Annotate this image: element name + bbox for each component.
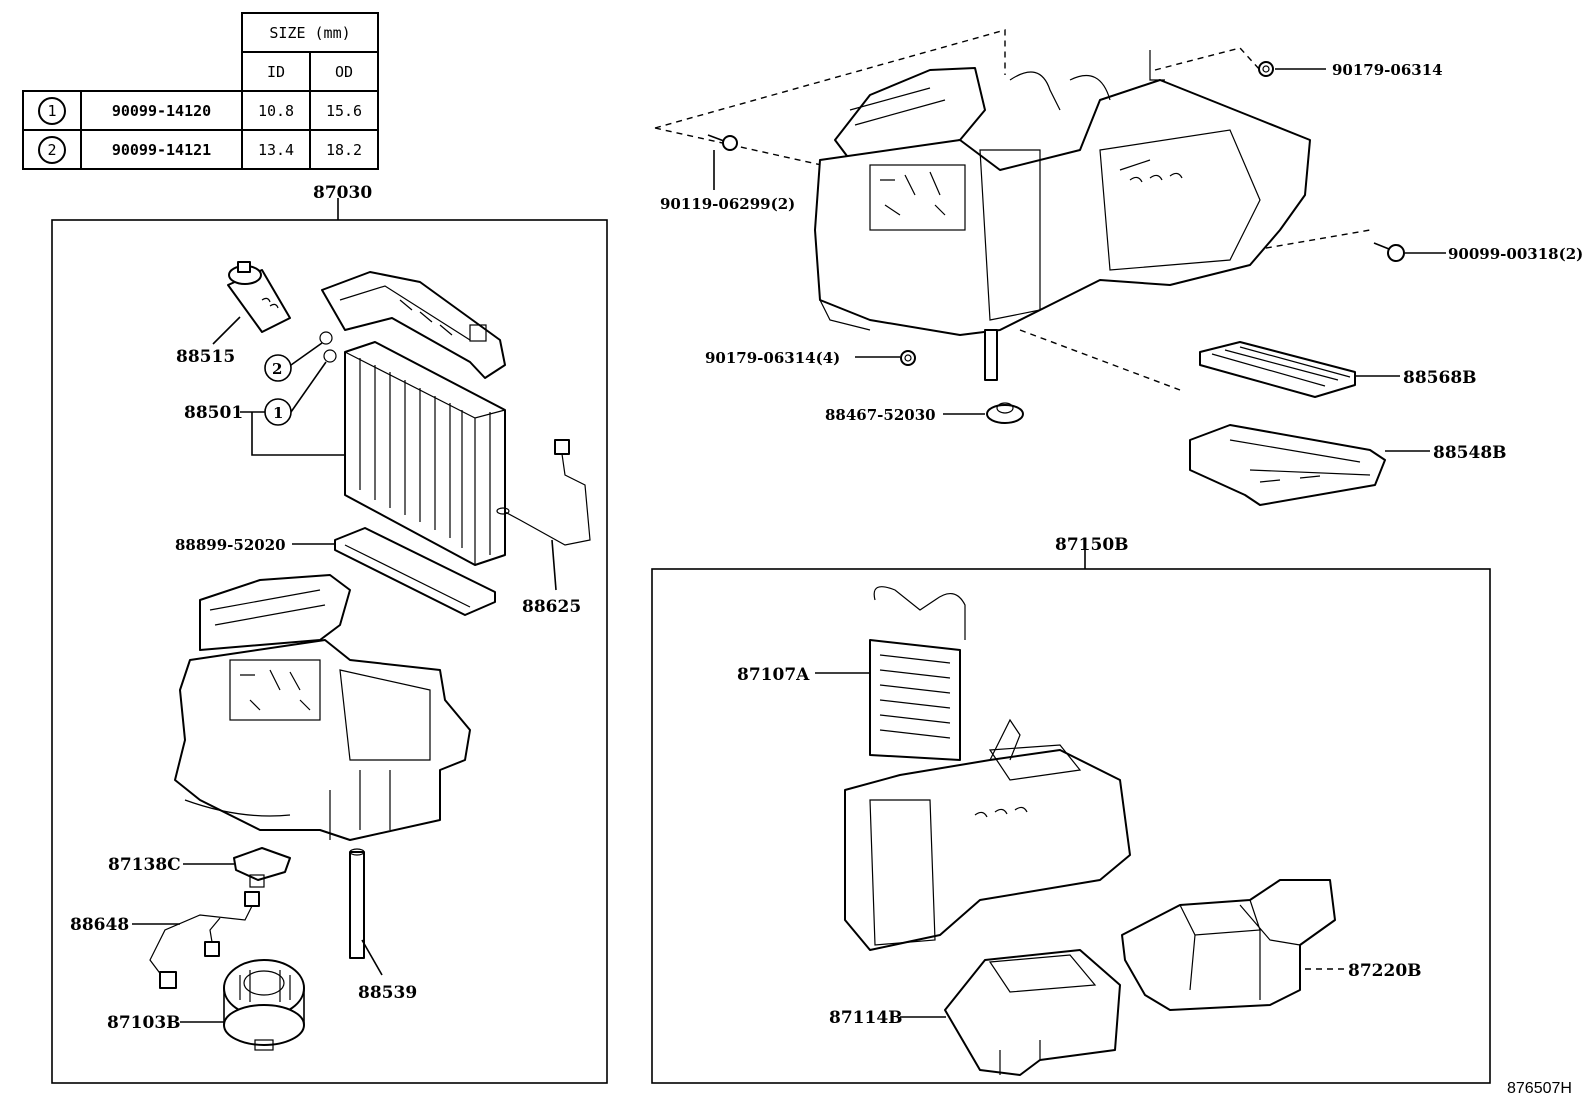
label-87138C: 87138C (108, 855, 181, 875)
part-88515 (227, 261, 291, 333)
part-90119 (707, 134, 738, 151)
part-88548B (1189, 424, 1386, 506)
part-87138C (233, 847, 291, 888)
part-90099 (1373, 242, 1405, 262)
id-cell: 10.8 (241, 90, 311, 131)
blower-housing (174, 574, 471, 841)
group-label-87030: 87030 (313, 183, 372, 203)
evaporator-upper-case (321, 271, 506, 379)
callout-1-label: 1 (273, 404, 283, 422)
label-88467: 88467-52030 (825, 406, 936, 424)
heater-case (844, 718, 1131, 951)
label-88899: 88899-52020 (175, 536, 286, 554)
table-row: 1 90099-14120 10.8 15.6 (22, 90, 379, 131)
part-87220B (1121, 879, 1336, 1011)
od-cell: 18.2 (309, 129, 379, 170)
callout-2-label: 2 (272, 360, 282, 378)
group-frame-87030 (51, 219, 608, 1084)
od-cell: 15.6 (309, 90, 379, 131)
figure-id: 876507H (1507, 1080, 1572, 1097)
label-90119: 90119-06299(2) (660, 195, 795, 213)
hose-size-table: SIZE (mm) ID OD 1 90099-14120 10.8 15.6 … (22, 12, 379, 170)
part-88539 (349, 848, 365, 959)
label-88548B: 88548B (1433, 443, 1507, 463)
part-88648 (149, 891, 260, 989)
hvac-assembly (814, 50, 1311, 336)
part-87107A (869, 586, 966, 761)
label-87114B: 87114B (829, 1008, 903, 1028)
part-88899 (334, 527, 496, 616)
part-number-cell: 90099-14121 (80, 129, 243, 170)
marker-1: 1 (38, 96, 66, 125)
part-87103B (223, 959, 305, 1051)
label-90099: 90099-00318(2) (1448, 245, 1583, 263)
col-od-header: OD (309, 51, 379, 92)
size-header: SIZE (mm) (241, 12, 379, 53)
label-88501: 88501 (184, 403, 243, 423)
part-88501 (344, 341, 506, 566)
col-id-header: ID (241, 51, 311, 92)
part-88625 (496, 439, 591, 546)
label-90179-top: 90179-06314 (1332, 61, 1443, 79)
label-88625: 88625 (522, 597, 581, 617)
part-88467 (986, 402, 1024, 424)
id-cell: 13.4 (241, 129, 311, 170)
label-88539: 88539 (358, 983, 417, 1003)
callout-2-circle (264, 354, 292, 382)
table-row: 2 90099-14121 13.4 18.2 (22, 129, 379, 170)
label-88515: 88515 (176, 347, 235, 367)
group-frame-87150B (651, 568, 1491, 1084)
label-88648: 88648 (70, 915, 129, 935)
label-90179-bottom: 90179-06314(4) (705, 349, 840, 367)
label-88568B: 88568B (1403, 368, 1477, 388)
part-90179-bottom (900, 350, 916, 366)
part-number-cell: 90099-14120 (80, 90, 243, 131)
label-87107A: 87107A (737, 665, 810, 685)
label-87220B: 87220B (1348, 961, 1422, 981)
group-label-87150B: 87150B (1055, 535, 1129, 555)
part-88568B (1199, 341, 1356, 398)
part-87114B (944, 949, 1121, 1076)
part-90179-top (1258, 61, 1274, 77)
marker-2: 2 (38, 135, 66, 164)
label-87103B: 87103B (107, 1013, 181, 1033)
